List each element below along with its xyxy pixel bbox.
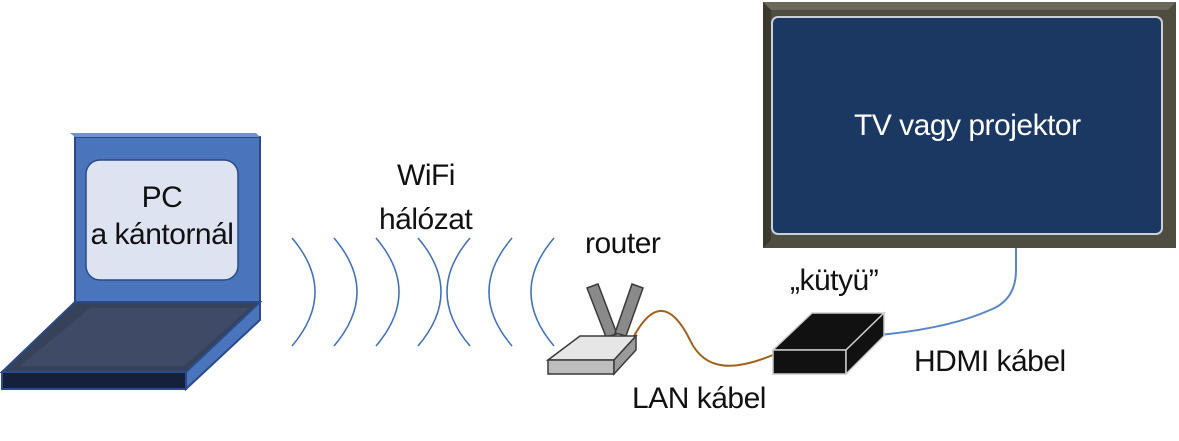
tv-label: TV vagy projektor (854, 109, 1081, 142)
lan-cable-label: LAN kábel (632, 382, 766, 415)
laptop-icon (0, 133, 263, 392)
hdmi-cable-label: HDMI kábel (914, 345, 1066, 378)
wifi-label-line2: hálózat (379, 203, 473, 236)
pc-label-line1: PC (141, 181, 183, 214)
wifi-label-line1: WiFi (397, 159, 455, 192)
tv-icon (763, 2, 1176, 248)
router-label: router (585, 227, 661, 260)
hdmi-cable (879, 248, 1017, 336)
pc-label: PC a kántornál (86, 180, 238, 253)
media-device-icon (771, 311, 886, 376)
wifi-signal-icon (291, 237, 555, 347)
device-label: „kütyü” (790, 264, 879, 297)
router-icon (545, 283, 644, 376)
pc-label-line2: a kántornál (90, 217, 234, 251)
lan-cable (627, 310, 781, 367)
